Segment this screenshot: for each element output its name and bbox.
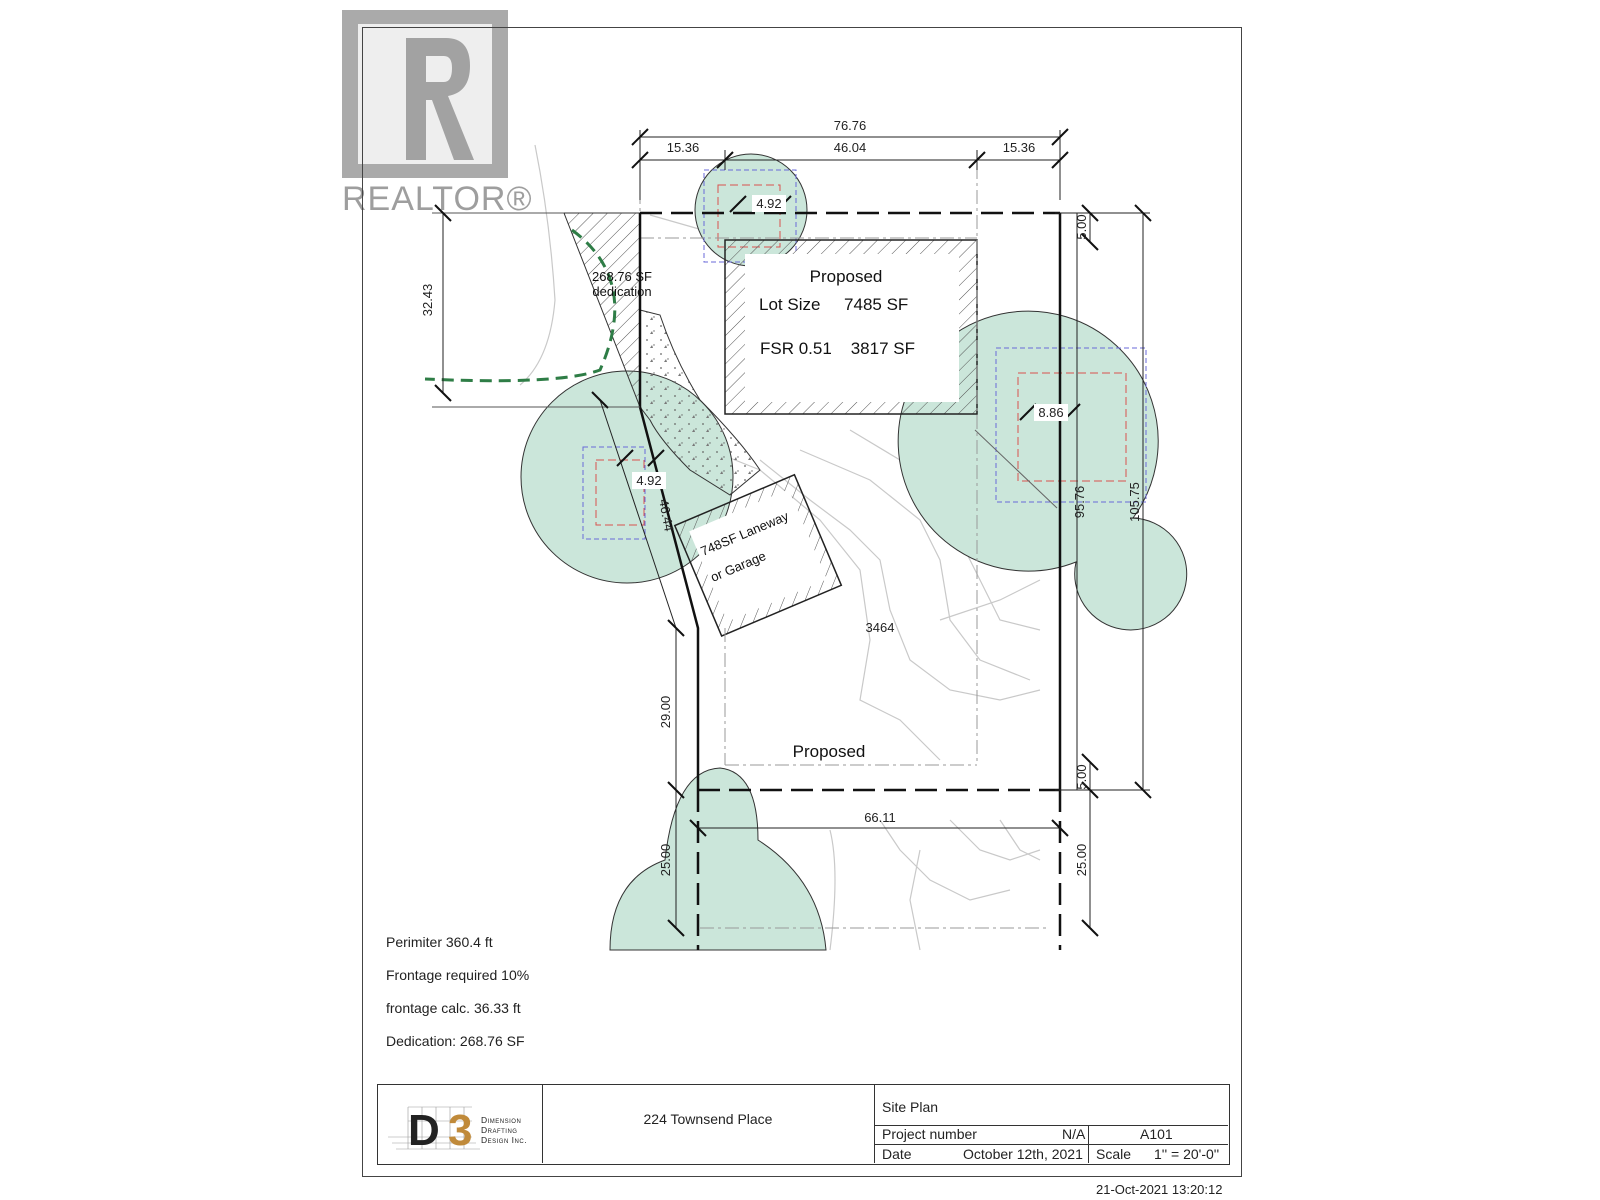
note-frontage-required: Frontage required 10% — [386, 967, 530, 983]
dimension-ticks — [434, 128, 1152, 937]
logo-company-name: Dimension Drafting Design Inc. — [481, 1115, 528, 1145]
project-address: 224 Townsend Place — [643, 1111, 773, 1127]
tree-dim-2: 4.92 — [636, 473, 661, 488]
print-timestamp: 21-Oct-2021 13:20:12 — [1096, 1182, 1223, 1197]
site-notes: Perimiter 360.4 ft Frontage required 10%… — [386, 926, 529, 1058]
logo-mark: D 3 — [408, 1106, 473, 1155]
driveway-area — [639, 309, 761, 496]
logo-grid-icon — [388, 1106, 480, 1150]
dimension-lines — [442, 130, 1150, 928]
realtor-logo-icon — [342, 10, 508, 178]
project-number-row: Project number N/A A101 — [874, 1125, 1228, 1145]
realtor-wordmark: REALTOR® — [342, 180, 533, 218]
company-logo: D 3 Dimension Drafting Design Inc. — [378, 1085, 543, 1163]
curb-line — [424, 228, 617, 383]
dim-bottom-width: 66.11 — [864, 810, 896, 825]
title-block-info: Site Plan Project number N/A A101 Date O… — [874, 1085, 1228, 1163]
scale-label: Scale — [1096, 1146, 1132, 1162]
note-perimeter: Perimiter 360.4 ft — [386, 934, 493, 950]
realtor-watermark: REALTOR® — [342, 10, 532, 218]
note-dedication: Dedication: 268.76 SF — [386, 1033, 525, 1049]
date-label: Date — [882, 1146, 912, 1162]
setback-lines — [639, 165, 1050, 929]
project-address-cell: 224 Townsend Place — [542, 1085, 875, 1163]
dim-left-mid: 46.44 — [656, 498, 676, 533]
proposed-house-label: Proposed — [810, 267, 883, 286]
proposed-lower-label: Proposed — [793, 742, 866, 761]
title-block-divider — [1088, 1125, 1089, 1163]
sheet-title-cell: Site Plan — [874, 1085, 1228, 1126]
tree-dim-labels: 4.92 4.92 8.86 — [632, 195, 1068, 489]
date-row: Date October 12th, 2021 Scale 1'' = 20'-… — [874, 1145, 1228, 1164]
dim-right-front: 25.00 — [1074, 844, 1089, 877]
dim-left-front: 25.00 — [658, 844, 673, 877]
logo-three: 3 — [448, 1106, 473, 1155]
note-frontage-calc: frontage calc. 36.33 ft — [386, 1000, 521, 1016]
dimension-labels: 76.76 15.36 46.04 15.36 32.43 5.00 5.00 … — [420, 118, 1142, 876]
dim-rear-setback: 5.00 — [1074, 764, 1089, 789]
dim-top-right: 15.36 — [1003, 140, 1036, 155]
drawing-sheet-border — [362, 27, 1242, 1177]
fsr-label: FSR 0.51 3817 SF — [760, 339, 915, 358]
dedication-area-label: 268.76 SF — [592, 269, 652, 284]
dim-left-lower: 29.00 — [658, 696, 673, 729]
dim-right-outer: 105.75 — [1127, 482, 1142, 522]
garage-footprint — [673, 473, 843, 638]
sheet-title: Site Plan — [882, 1099, 939, 1115]
dedication-word-label: dedication — [592, 284, 651, 299]
sheet-number: A101 — [1140, 1126, 1173, 1142]
dim-front-setback: 5.00 — [1074, 214, 1089, 239]
dim-left-upper: 32.43 — [420, 284, 435, 317]
dim-center-value: 3464 — [866, 620, 895, 635]
dim-right-inner: 95.76 — [1072, 486, 1087, 519]
dim-top-left: 15.36 — [667, 140, 700, 155]
tree-dim-3: 8.86 — [1038, 405, 1063, 420]
lot-size-label: Lot Size 7485 SF — [759, 295, 908, 314]
dim-top-total: 76.76 — [834, 118, 867, 133]
project-number-label: Project number — [882, 1126, 977, 1142]
property-lines — [638, 211, 1062, 950]
date-value: October 12th, 2021 — [963, 1146, 1083, 1162]
tree-dim-1: 4.92 — [756, 196, 781, 211]
dim-top-mid: 46.04 — [834, 140, 867, 155]
title-block: D 3 Dimension Drafting Design Inc. 224 T… — [377, 1084, 1230, 1165]
project-number-value: N/A — [1062, 1126, 1086, 1142]
scale-value: 1'' = 20'-0'' — [1154, 1146, 1220, 1162]
